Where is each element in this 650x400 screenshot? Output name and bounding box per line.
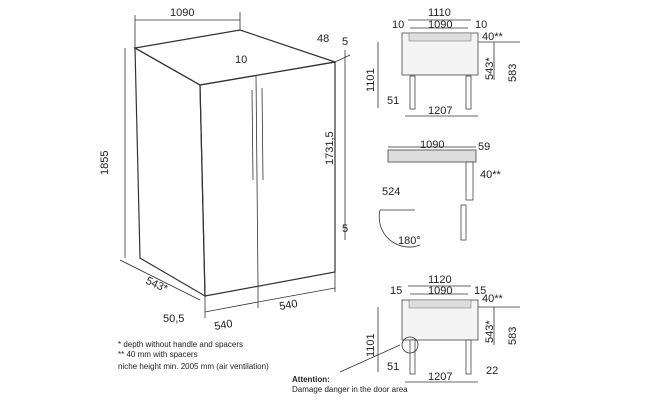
plan-top-side-right: 10 <box>475 19 487 31</box>
door-split <box>255 74 259 286</box>
dim-door-height: 1731,5 <box>324 131 336 165</box>
dim-foot: 50,5 <box>163 313 184 325</box>
plan-top-open-width: 1207 <box>428 105 452 117</box>
plan-middle-angle: 180° <box>398 235 421 247</box>
dim-gap: 10 <box>235 54 247 66</box>
plan-bottom-side-right: 15 <box>474 285 486 297</box>
plan-bottom-open-depth: 1101 <box>365 333 377 357</box>
dim-front-left: 540 <box>213 318 233 333</box>
plan-bottom <box>377 285 520 383</box>
fridge-body <box>119 12 351 318</box>
dim-top-offset: 48 <box>317 33 329 45</box>
dim-width-top: 1090 <box>170 7 194 19</box>
note-1: * depth without handle and spacers <box>118 340 243 349</box>
attention-title: Attention: <box>292 375 330 384</box>
plan-top-hinge: 51 <box>387 95 399 107</box>
plan-top-inner: 1090 <box>428 19 452 31</box>
plan-top-side-left: 10 <box>392 19 404 31</box>
handle-left <box>251 89 254 181</box>
plan-bottom-clearance: 22 <box>486 365 498 377</box>
plan-top-depth: 543* <box>484 57 496 80</box>
plan-bottom-outer: 1120 <box>428 274 452 286</box>
plan-bottom-open-width: 1207 <box>428 371 452 383</box>
plan-middle-door: 524 <box>382 186 400 198</box>
plan-top <box>377 19 520 117</box>
plan-middle-spacer: 40** <box>480 169 502 181</box>
note-3: niche height min. 2005 mm (air ventilati… <box>118 362 269 371</box>
plan-top-outer: 1110 <box>428 7 451 19</box>
plan-middle-offset: 59 <box>478 141 490 153</box>
plan-bottom-depth: 543* <box>484 320 496 343</box>
fridge-side <box>134 46 206 298</box>
dim-top-small: 5 <box>342 36 348 48</box>
dim-bottom-small: 5 <box>342 223 348 235</box>
note-2: ** 40 mm with spacers <box>118 350 198 359</box>
plan-top-depth-total: 583 <box>507 64 519 82</box>
plan-bottom-spacer: 40** <box>482 293 504 305</box>
dim-front-right: 540 <box>278 298 298 313</box>
attention-text: Damage danger in the door area <box>292 385 408 394</box>
plan-middle-width: 1090 <box>420 139 444 151</box>
dim-depth: 543* <box>144 275 170 296</box>
plan-top-open-depth: 1101 <box>365 68 377 92</box>
fridge-front <box>199 61 336 297</box>
plan-bottom-hinge: 51 <box>387 361 399 373</box>
plan-bottom-depth-total: 583 <box>507 327 519 345</box>
plan-bottom-inner: 1090 <box>428 285 452 297</box>
handle-right <box>261 87 264 181</box>
plan-top-spacer: 40** <box>482 31 504 43</box>
plan-bottom-side-left: 15 <box>390 285 402 297</box>
plan-middle <box>378 146 477 248</box>
dim-height: 1855 <box>99 151 111 175</box>
